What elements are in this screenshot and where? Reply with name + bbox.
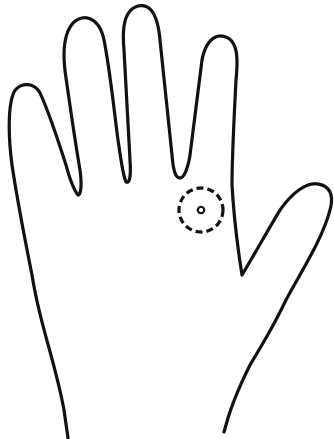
dashed-circle-marker-icon xyxy=(179,188,223,232)
hand-outline-icon xyxy=(9,6,331,438)
center-dot-icon xyxy=(198,207,204,213)
